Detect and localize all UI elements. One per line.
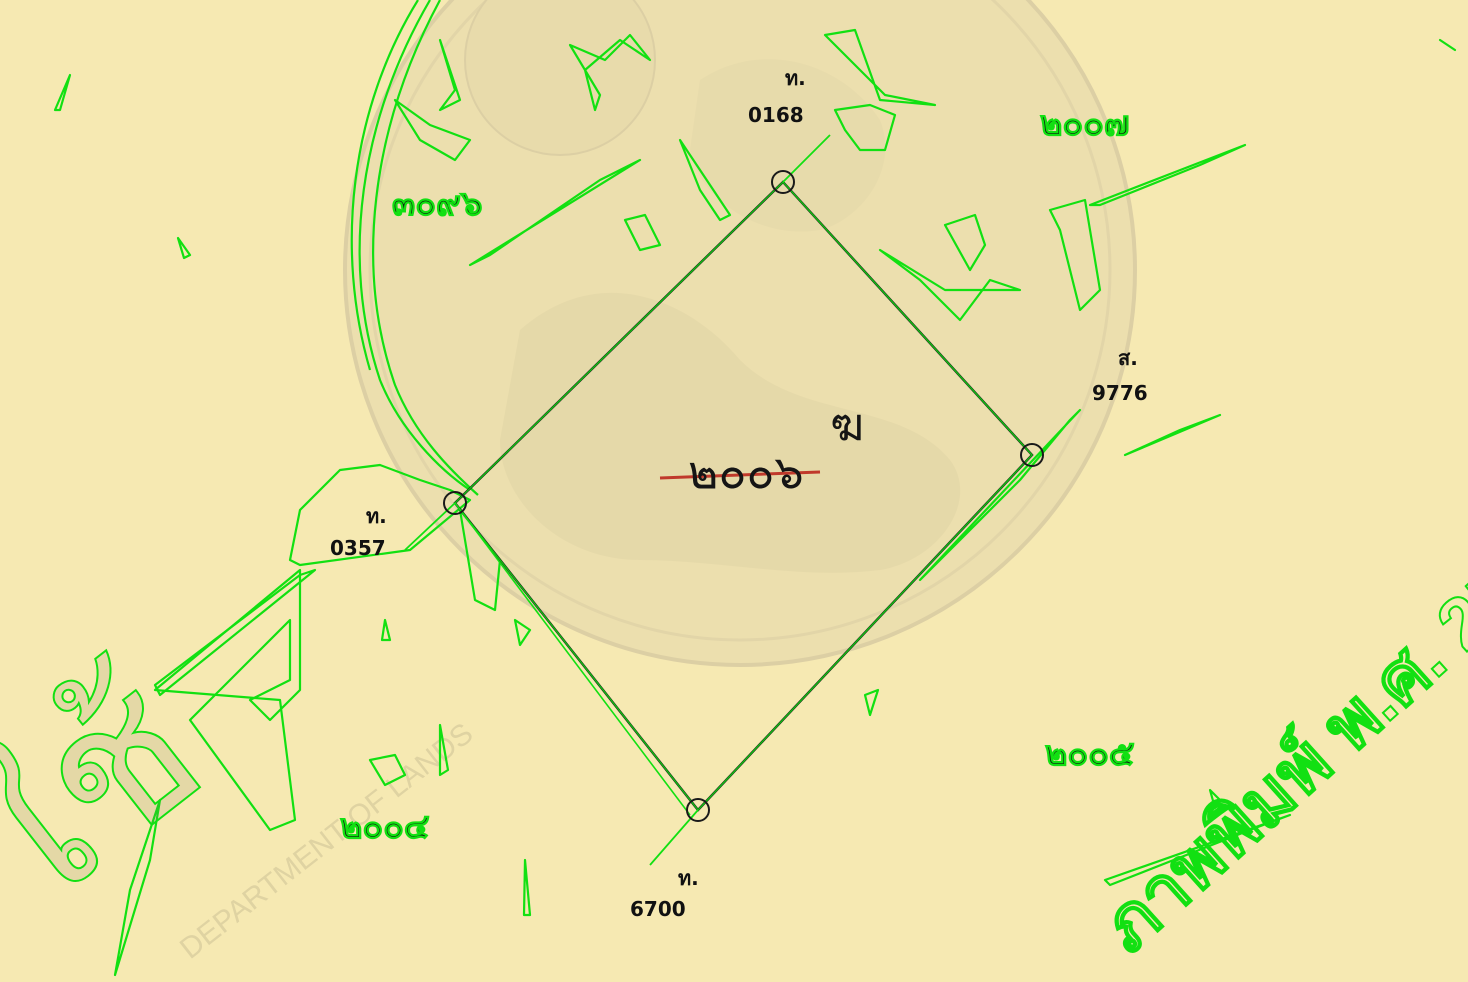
neighbor-bottom-right-number: ๒๐๐๕ (1045, 734, 1135, 774)
neighbor-top-right: ๒๐๐๗ (1039, 103, 1130, 144)
year-watermark-text: ภาพพิมพ์ พ.ศ. 256 (1087, 525, 1468, 967)
parcel-boundary (404, 134, 1034, 866)
corner-top-code: 0168 (748, 103, 804, 127)
seal-background (343, 0, 1137, 667)
neighbor-bottom-right: ๒๐๐๕ (1044, 733, 1135, 774)
corner-top-prefix: ท. (785, 66, 806, 90)
main-parcel-number: ๒๐๐๖ (688, 445, 804, 499)
corner-left-code: 0357 (330, 536, 386, 560)
corner-marker-right (1020, 443, 1044, 467)
department-watermark: DEPARTMENT OF LANDS (174, 717, 479, 966)
large-stamp: ใช้ (0, 630, 244, 959)
corner-marker-left (443, 491, 467, 515)
corner-right-code: 9776 (1092, 381, 1148, 405)
corner-left-prefix: ท. (366, 504, 387, 528)
corner-right-prefix: ส. (1118, 346, 1138, 370)
corner-bottom-prefix: ท. (678, 866, 699, 890)
green-outline-overlay (53, 0, 1457, 977)
department-watermark-text: DEPARTMENT OF LANDS (174, 717, 479, 966)
year-watermark: ภาพพิมพ์ พ.ศ. 256 (1086, 524, 1468, 968)
main-parcel-letter: ฆ (830, 397, 864, 451)
corner-marker-bottom (686, 798, 710, 822)
neighbor-bottom-left-number: ๒๐๐๔ (340, 807, 430, 847)
corner-marker-top (771, 170, 795, 194)
neighbor-bottom-left: ๒๐๐๔ (339, 806, 430, 847)
main-parcel-underline (659, 470, 821, 480)
neighbor-top-right-number: ๒๐๐๗ (1040, 104, 1129, 144)
large-stamp-text: ใช้ (0, 631, 243, 958)
neighbor-top-left-number: ๓๐๙๖ (392, 184, 482, 224)
corner-bottom-code: 6700 (630, 897, 686, 921)
neighbor-top-left: ๓๐๙๖ (391, 183, 483, 224)
